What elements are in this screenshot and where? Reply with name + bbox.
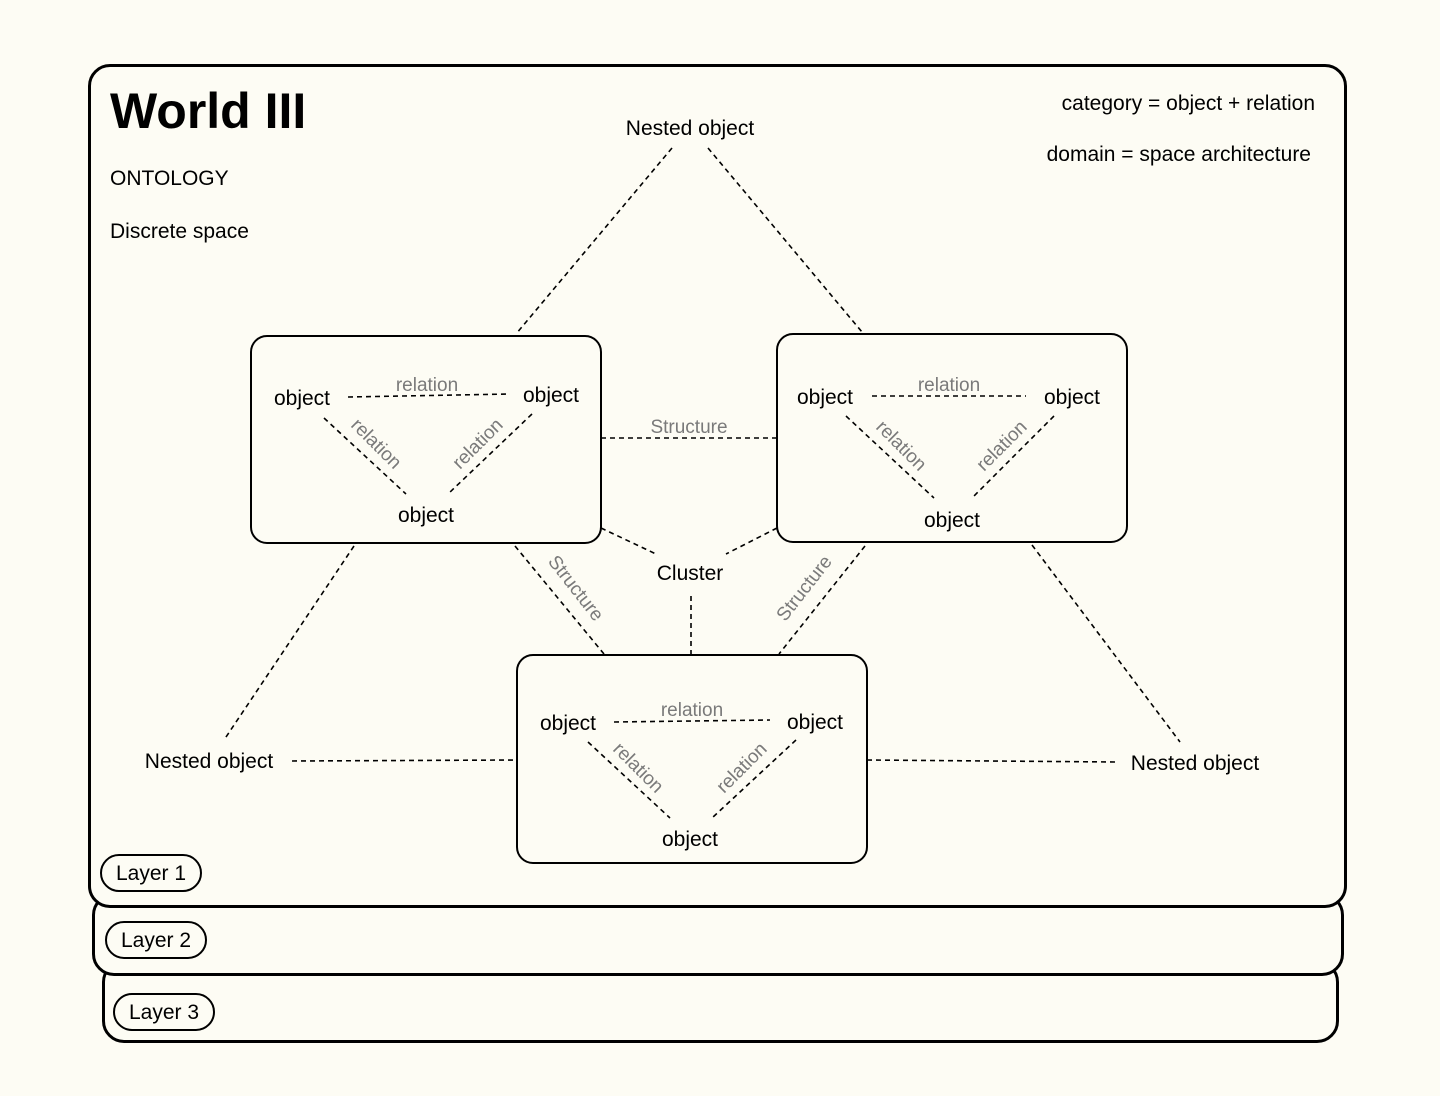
layer-2-tab[interactable]: Layer 2 [105,921,208,959]
connector-nested-right-up [1031,544,1181,743]
ontology-label: ONTOLOGY [110,167,229,190]
connector-nested-top-left [515,147,673,335]
group-box-bottom-frame [516,654,868,864]
connector-cluster-right [725,527,778,555]
cluster-label: Cluster [657,562,724,585]
group-box-right-frame [776,333,1128,543]
layer-1-tab[interactable]: Layer 1 [100,854,203,892]
object-left-b: object [523,384,579,407]
connector-nested-left-up [223,545,355,741]
object-right-a: object [797,386,853,409]
structure-label-left: Structure [543,552,607,626]
discrete-space-label: Discrete space [110,220,249,243]
connector-nested-right [866,759,1116,763]
relation-line-left-top [347,393,511,398]
relation-line-bottom-top [613,719,771,723]
connector-cluster-left [600,527,657,555]
object-bottom-b: object [787,711,843,734]
relation-label-left-top: relation [396,375,458,396]
group-box-left: object object object relation relation r… [250,335,602,544]
category-definition: category = object + relation [1062,92,1315,115]
connector-lines [223,147,1181,763]
object-left-c: object [398,504,454,527]
connector-nested-left [291,759,518,762]
nested-object-right: Nested object [1131,752,1260,775]
structure-label-top: Structure [650,417,727,438]
object-bottom-a: object [540,712,596,735]
relation-line-left-right [447,413,533,495]
relation-label-bottom-top: relation [661,700,723,721]
group-box-right: object object object relation relation r… [776,333,1128,543]
object-bottom-c: object [662,828,718,851]
connector-nested-top-right [707,147,863,333]
object-right-b: object [1044,386,1100,409]
relation-line-bottom-left [587,741,671,819]
page-title: World III [110,83,306,139]
relation-line-right-right [971,415,1055,499]
domain-definition: domain = space architecture [1047,143,1311,166]
group-box-bottom: object object object relation relation r… [516,654,868,864]
group-box-left-frame [250,335,602,544]
structure-label-right: Structure [773,552,837,626]
nested-object-top: Nested object [626,117,755,140]
relation-line-bottom-right [711,739,797,819]
layer-3-tab[interactable]: Layer 3 [113,993,216,1031]
relation-line-right-left [845,415,935,499]
object-right-c: object [924,509,980,532]
relation-label-right-top: relation [918,375,980,396]
object-left-a: object [274,387,330,410]
nested-object-left: Nested object [145,750,274,773]
relation-line-left-left [323,417,407,495]
